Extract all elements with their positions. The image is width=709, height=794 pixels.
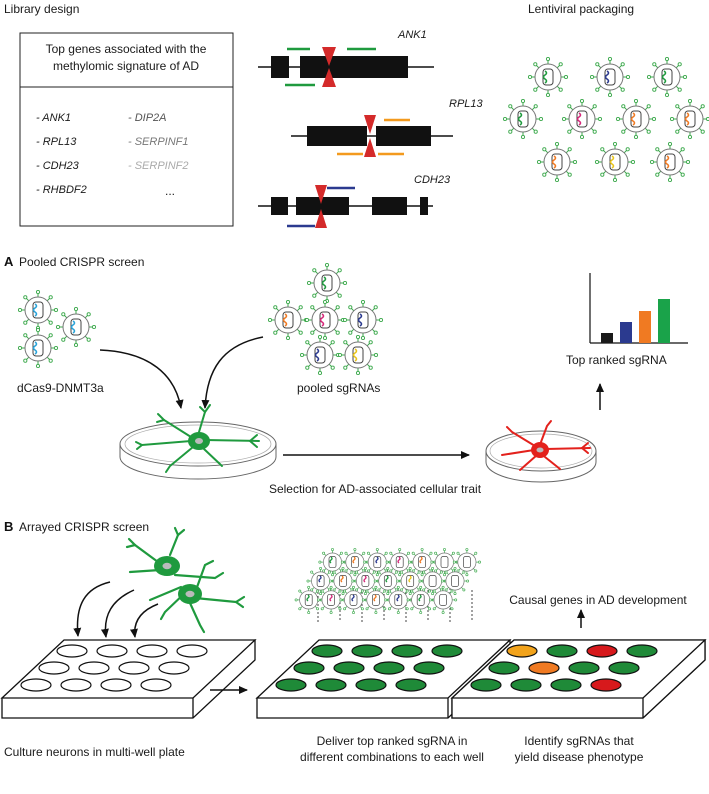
gene-item: - SERPINF1 (128, 136, 189, 148)
virus-icon (304, 299, 346, 341)
gene-item: - RHBDF2 (36, 184, 87, 196)
petri-dish-neuron-red (485, 420, 597, 483)
virus-icon (561, 98, 603, 140)
virus-icon (649, 141, 691, 183)
petri-dish-neuron (119, 404, 277, 480)
multiwell-plate-green (255, 639, 512, 719)
library-design-section: Library design Top genes associated with… (4, 2, 234, 227)
virus-icon (589, 56, 631, 98)
arrow-icon (99, 349, 184, 409)
virus-icon (527, 56, 569, 98)
gene-list-ellipsis: ... (165, 184, 175, 198)
gene-item: - ANK1 (36, 112, 71, 124)
pooled-sgrnas-label: pooled sgRNAs (297, 381, 380, 395)
arrow-icon (100, 589, 135, 638)
ranking-bar (601, 333, 613, 343)
ranking-bar (620, 322, 632, 343)
virus-icon (337, 334, 379, 376)
gene-item: - RPL13 (36, 136, 77, 148)
gene-list-title-line1: Top genes associated with the (46, 42, 207, 56)
virus-icon (17, 289, 59, 331)
panel-a: A Pooled CRISPR screen dCas9-DNMT3a pool… (4, 254, 688, 496)
top-ranked-label: Top ranked sgRNA (566, 353, 667, 367)
virus-icon (646, 56, 688, 98)
multiwell-plate-empty (0, 639, 257, 719)
identify-label-line1: Identify sgRNAs that (524, 734, 634, 748)
ranking-bar (658, 299, 670, 343)
panel-b: B Arrayed CRISPR screen (0, 519, 707, 764)
dcas9-label: dCas9-DNMT3a (17, 381, 104, 395)
deliver-label-line2: different combinations to each well (300, 750, 484, 764)
gene-map-rpl13: RPL13 (291, 98, 484, 157)
virus-icon (669, 98, 709, 140)
virus-icon (17, 327, 59, 369)
virus-icon (615, 98, 657, 140)
virus-icon (306, 262, 348, 304)
gene-map-label: CDH23 (414, 174, 451, 186)
deliver-label-line1: Deliver top ranked sgRNA in (317, 734, 468, 748)
gene-map-label: RPL13 (449, 98, 484, 110)
gene-map-cdh23: CDH23 (258, 174, 451, 228)
panel-a-title: Pooled CRISPR screen (19, 255, 144, 269)
virus-icon (342, 299, 384, 341)
sgrna-ranking-bar-chart (589, 273, 688, 344)
virus-icon (536, 141, 578, 183)
causal-genes-label: Causal genes in AD development (509, 593, 687, 607)
gene-map-label: ANK1 (397, 29, 427, 41)
virus-icon (594, 141, 636, 183)
panel-b-title: Arrayed CRISPR screen (19, 520, 149, 534)
gene-list-title-line2: methylomic signature of AD (53, 59, 199, 73)
virus-icon (502, 98, 544, 140)
lentiviral-packaging-section: Lentiviral packaging (502, 2, 709, 183)
arrow-icon (129, 603, 159, 638)
gene-list-box (19, 32, 234, 227)
virus-icon (267, 299, 309, 341)
multiwell-plate-phenotype-top (450, 639, 707, 719)
arrow-icon (201, 336, 264, 409)
gene-item: - SERPINF2 (128, 160, 189, 172)
arrow-icon (73, 581, 111, 637)
lentiviral-packaging-heading: Lentiviral packaging (528, 2, 634, 16)
identify-label-line2: yield disease phenotype (515, 750, 644, 764)
gene-item: - CDH23 (36, 160, 80, 172)
panel-b-letter: B (4, 519, 13, 534)
culture-label: Culture neurons in multi-well plate (4, 745, 185, 759)
virus-icon (55, 306, 97, 348)
ranking-bar (639, 311, 651, 343)
neuron-cluster (125, 526, 246, 634)
library-design-heading: Library design (4, 2, 79, 16)
selection-label: Selection for AD-associated cellular tra… (269, 482, 482, 496)
virus-array (294, 548, 481, 622)
gene-map-ank1: ANK1 (258, 29, 434, 87)
gene-item: - DIP2A (128, 112, 167, 124)
panel-a-letter: A (4, 254, 14, 269)
virus-icon (299, 334, 341, 376)
